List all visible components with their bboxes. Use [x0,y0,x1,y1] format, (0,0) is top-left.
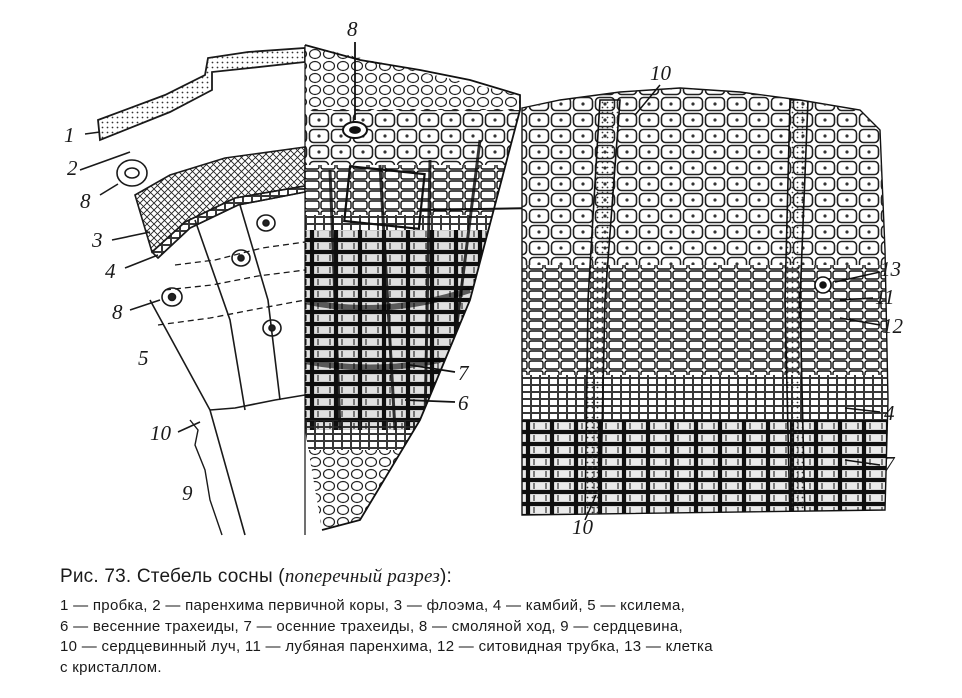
label-4: 4 [105,259,116,283]
label-13: 13 [880,257,901,281]
legend-line: 6 — весенние трахеиды, 7 — осенние трахе… [60,617,683,635]
label-2: 2 [67,156,78,180]
legend-line: 10 — сердцевинный луч, 11 — лубяная паре… [60,638,713,655]
caption-title-italic: поперечный разрез [284,566,440,587]
caption-title-prefix: Рис. 73. Стебель сосны ( [60,566,285,587]
detailed-wedge [305,45,520,530]
label-10-right-bottom: 10 [572,515,594,539]
label-10-left: 10 [150,421,172,445]
caption-title: Рис. 73. Стебель сосны (поперечный разре… [60,566,940,588]
figure-caption: Рис. 73. Стебель сосны (поперечный разре… [60,566,940,678]
label-1: 1 [64,123,75,147]
legend-line: 1 — пробка, 2 — паренхима первичной коры… [60,597,686,614]
label-11: 11 [875,285,894,309]
label-9: 9 [182,481,193,505]
label-12: 12 [882,314,904,338]
label-6: 6 [458,391,469,415]
label-10-right-top: 10 [650,61,672,85]
legend-line: с кристаллом. [60,658,162,676]
schematic-half [79,47,306,536]
label-4-right: 4 [884,401,895,425]
caption-legend: 1 — пробка, 2 — паренхима первичной коры… [60,596,940,678]
magnified-panel [521,84,889,521]
label-8-left-top: 8 [80,189,91,213]
pine-stem-figure: 1 2 8 3 4 8 5 10 9 8 7 6 10 13 11 12 4 7… [64,17,904,539]
label-8-top: 8 [347,17,358,41]
figure-labels: 1 2 8 3 4 8 5 10 9 8 7 6 10 13 11 12 4 7… [64,17,904,539]
caption-title-suffix: ): [439,566,452,587]
label-7-middle: 7 [458,361,470,385]
label-8-left-mid: 8 [112,300,123,324]
label-7-right: 7 [884,452,896,476]
label-5: 5 [138,346,149,370]
label-3: 3 [91,228,103,252]
